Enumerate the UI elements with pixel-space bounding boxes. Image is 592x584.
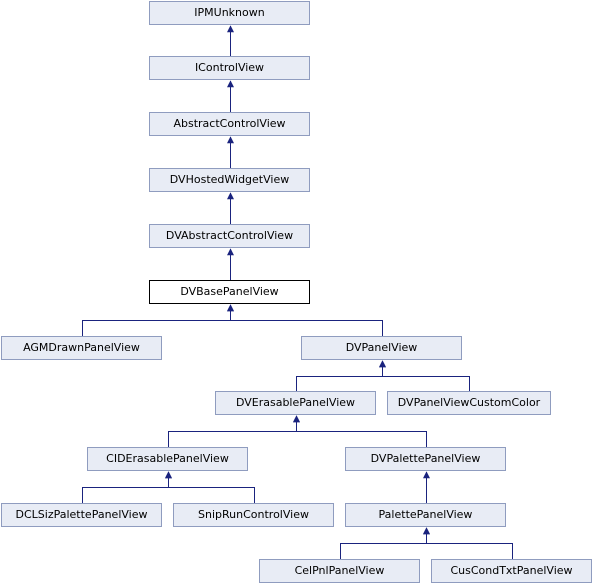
node-abstractcontrolview[interactable]: AbstractControlView (149, 112, 310, 136)
edge-dclsizpalettepanelview-to-ciderasablepanelview (82, 471, 172, 503)
node-dvpalettepanelview[interactable]: DVPalettePanelView (345, 447, 506, 471)
node-sniprunconrolview[interactable]: SnipRunControlView (173, 503, 334, 527)
edge-cuscondtxtpanelview-to-palettepanelview (423, 527, 513, 559)
edge-dvpanelview-to-dvbasepanelview (227, 304, 383, 336)
node-celpnlpanelview[interactable]: CelPnlPanelView (259, 559, 420, 583)
node-dvbasepanelview-current: DVBasePanelView (149, 280, 310, 304)
node-ipmunknown[interactable]: IPMUnknown (149, 1, 310, 25)
edge-agmdrawnpanelview-to-dvbasepanelview (82, 304, 234, 336)
node-dvpanelviewcustomcolor[interactable]: DVPanelViewCustomColor (387, 391, 551, 415)
node-agmdrawnpanelview[interactable]: AGMDrawnPanelView (1, 336, 162, 360)
node-cuscondtxtpanelview[interactable]: CusCondTxtPanelView (431, 559, 592, 583)
node-dclsizpalettepanelview[interactable]: DCLSizPalettePanelView (1, 503, 162, 527)
edge-sniprunconrolview-to-ciderasablepanelview (165, 471, 255, 503)
node-icontrolview[interactable]: IControlView (149, 56, 310, 80)
edge-dverasablepanelview-to-dvpanelview (296, 360, 386, 391)
node-dvabstractcontrolview[interactable]: DVAbstractControlView (149, 224, 310, 248)
edge-dvpanelviewcustomcolor-to-dvpanelview (379, 360, 470, 391)
node-palettepanelview[interactable]: PalettePanelView (345, 503, 506, 527)
edge-celpnlpanelview-to-palettepanelview (340, 527, 430, 559)
edge-dvpalettepanelview-to-dverasablepanelview (293, 415, 427, 447)
node-dvpanelview[interactable]: DVPanelView (301, 336, 462, 360)
node-dvhostedwidgetview[interactable]: DVHostedWidgetView (149, 168, 310, 192)
edge-ciderasablepanelview-to-dverasablepanelview (168, 415, 300, 447)
node-dverasablepanelview[interactable]: DVErasablePanelView (215, 391, 376, 415)
node-ciderasablepanelview[interactable]: CIDErasablePanelView (87, 447, 248, 471)
